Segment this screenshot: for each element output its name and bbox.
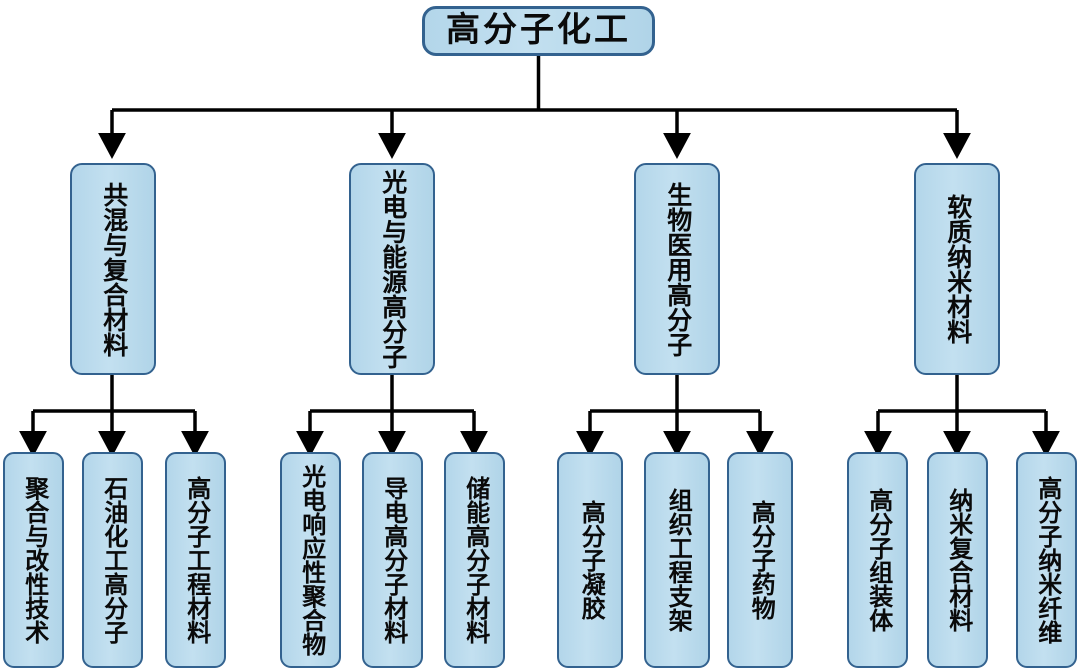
node-leaf-3-1-label: 高分子凝胶 [577,500,604,620]
node-leaf-1-1[interactable]: 聚合与改性技术 [3,452,64,668]
node-leaf-2-1[interactable]: 光电响应性聚合物 [280,452,341,668]
node-leaf-1-3-label: 高分子工程材料 [182,476,209,644]
node-leaf-1-1-label: 聚合与改性技术 [20,476,47,644]
node-leaf-4-1[interactable]: 高分子组装体 [847,452,908,668]
node-branch-3-label: 生物医用高分子 [663,181,691,357]
root-connector [98,55,971,160]
node-leaf-2-1-label: 光电响应性聚合物 [297,464,324,656]
node-branch-3[interactable]: 生物医用高分子 [634,163,720,375]
node-branch-1-label: 共混与复合材料 [99,181,127,357]
branch-2-connector [296,375,488,458]
branch-4-connector [864,375,1060,458]
node-leaf-3-2[interactable]: 组织工程支架 [644,452,710,668]
node-leaf-2-2[interactable]: 导电高分子材料 [362,452,423,668]
node-branch-4-label: 软质纳米材料 [943,194,971,344]
node-leaf-4-2-label: 纳米复合材料 [944,488,971,632]
node-branch-1[interactable]: 共混与复合材料 [70,163,156,375]
node-leaf-4-1-label: 高分子组装体 [864,488,891,632]
node-leaf-1-3[interactable]: 高分子工程材料 [165,452,226,668]
node-branch-2-label: 光电与能源高分子 [378,169,406,369]
node-leaf-4-3-label: 高分子纳米纤维 [1033,476,1060,644]
node-leaf-1-2[interactable]: 石油化工高分子 [82,452,143,668]
node-root[interactable]: 高分子化工 [422,6,655,56]
node-leaf-4-3[interactable]: 高分子纳米纤维 [1016,452,1077,668]
branch-1-connector [19,375,209,458]
branch-3-connector [576,375,774,458]
node-leaf-1-2-label: 石油化工高分子 [99,476,126,644]
node-leaf-2-2-label: 导电高分子材料 [379,476,406,644]
node-branch-2[interactable]: 光电与能源高分子 [349,163,435,375]
node-leaf-3-3[interactable]: 高分子药物 [727,452,793,668]
node-leaf-3-3-label: 高分子药物 [747,500,774,620]
node-leaf-3-1[interactable]: 高分子凝胶 [557,452,623,668]
node-leaf-4-2[interactable]: 纳米复合材料 [927,452,988,668]
node-leaf-3-2-label: 组织工程支架 [664,488,691,632]
node-leaf-2-3[interactable]: 储能高分子材料 [444,452,505,668]
node-branch-4[interactable]: 软质纳米材料 [914,163,1000,375]
node-leaf-2-3-label: 储能高分子材料 [461,476,488,644]
node-root-label: 高分子化工 [446,11,631,49]
